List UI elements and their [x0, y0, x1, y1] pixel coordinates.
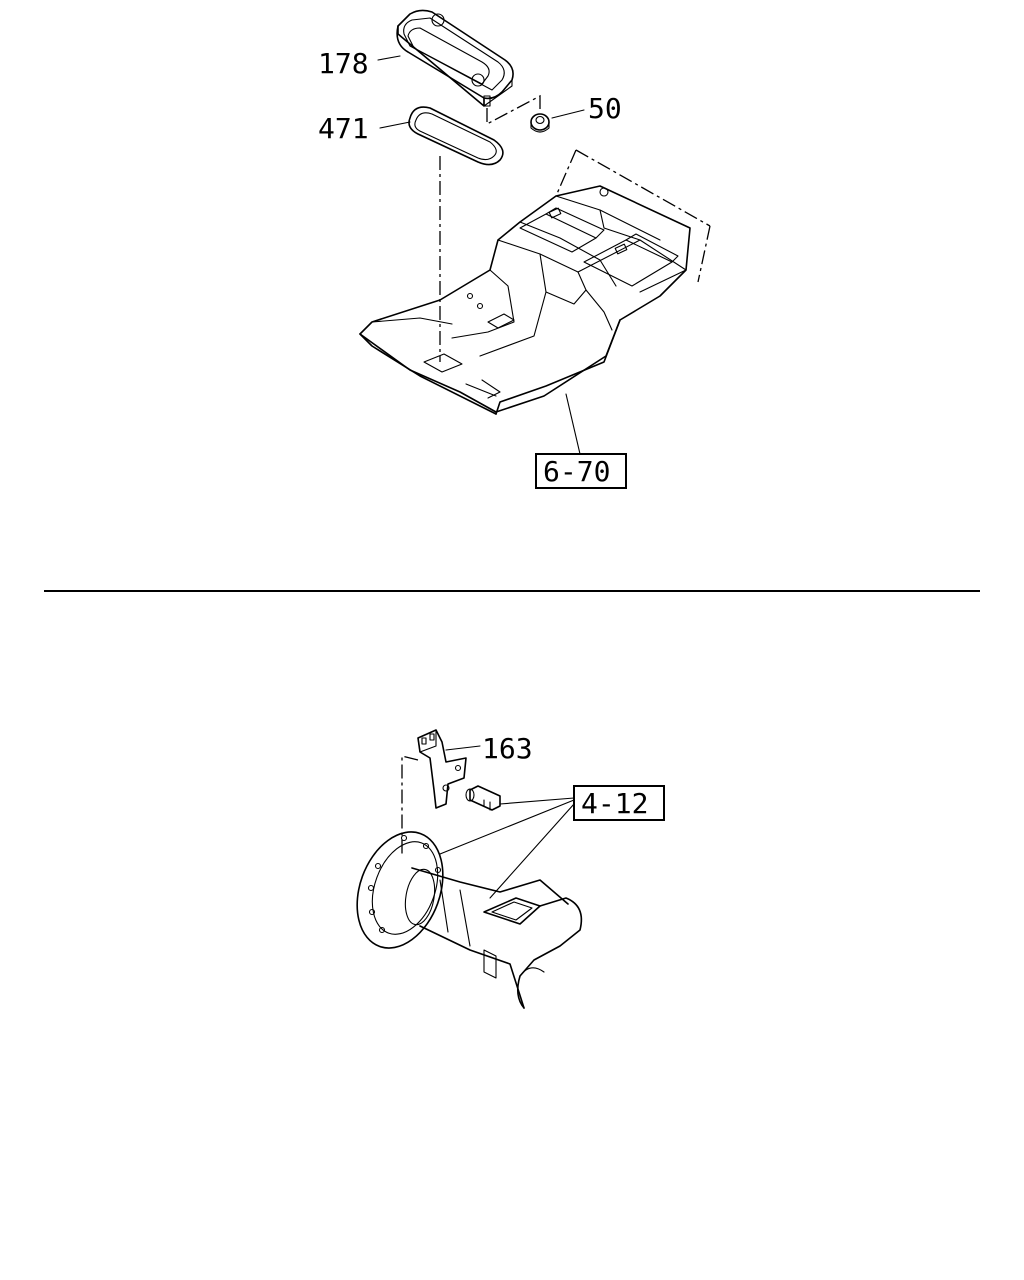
callout-163: 163: [482, 732, 533, 765]
stud-alignment-line: [486, 94, 541, 126]
axle-housing-drawing: [356, 831, 583, 1009]
bolt-drawing: [465, 785, 501, 811]
leader-163: [445, 745, 481, 751]
leader-471: [379, 121, 411, 129]
nut-drawing: [530, 113, 550, 133]
bracket-drawing: [417, 729, 467, 809]
callout-50: 50: [588, 92, 622, 125]
reference-box-6-70: [535, 453, 627, 489]
callout-178: 178: [318, 47, 369, 80]
leader-6-70: [565, 393, 581, 455]
cover-plate-drawing: [396, 9, 514, 107]
leader-4-12-bolt: [499, 797, 575, 805]
gasket-drawing: [408, 106, 504, 166]
leader-50: [551, 109, 585, 119]
leader-178: [377, 55, 401, 61]
callout-471: 471: [318, 112, 369, 145]
reference-4-12: 4-12: [581, 787, 648, 820]
bracket-alignment-line: [401, 755, 419, 856]
leader-4-12-housing: [489, 803, 575, 899]
bottom-assembly: 163: [356, 729, 665, 1009]
leader-4-12-flange: [439, 799, 575, 855]
reference-6-70: 6-70: [543, 455, 610, 488]
reference-box-4-12: [573, 785, 665, 821]
top-assembly: 178 50 471: [318, 9, 711, 489]
floor-panel-drawing: [359, 149, 711, 415]
